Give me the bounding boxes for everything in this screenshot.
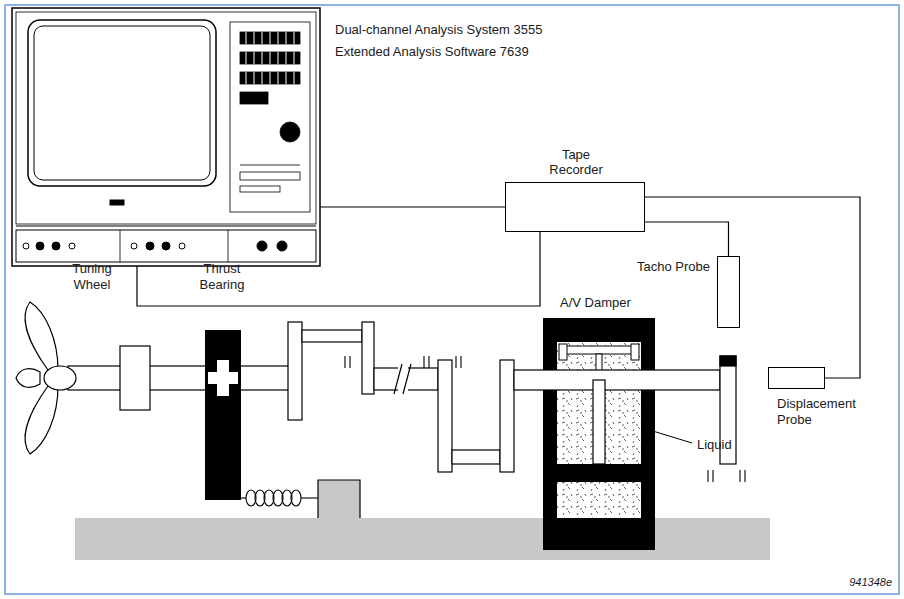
shaft [68,366,290,390]
analyser-node: Dual-channel Analysis System 3555Extende… [12,8,320,266]
analyser-instrument [12,8,320,266]
leader-line [643,428,692,443]
signal-cable [137,232,540,306]
node-label: Tacho Probe [637,259,710,275]
ground [75,518,770,560]
spring-anchor [318,480,360,518]
spring [241,490,318,506]
signal-cable [645,197,860,378]
tape-recorder-box: Tape Recorder [505,182,645,232]
shaft-break [394,364,411,394]
tacho-probe: Tacho Probe [717,256,740,328]
signal-cable [320,207,505,208]
part-label: Tuning Wheel [64,261,120,292]
node-label: Dual-channel Analysis System 3555 [335,22,542,38]
figure-number: 941348e [849,576,892,589]
node-label: Displacement Probe [777,396,867,427]
av-damper [514,318,720,550]
coupling [288,322,514,472]
part-label: Liquid [697,437,732,453]
part-label: A/V Damper [560,295,631,311]
part-label: Thrust Bearing [192,261,252,292]
displacement-probe: Displacement Probe [768,367,825,389]
node-label: Extended Analysis Software 7639 [335,44,529,60]
tuning-wheel [120,346,150,410]
node-label: Tape Recorder [541,147,611,178]
signal-cable [645,222,729,256]
propeller-hub [44,366,76,390]
thrust-bearing [205,330,241,500]
